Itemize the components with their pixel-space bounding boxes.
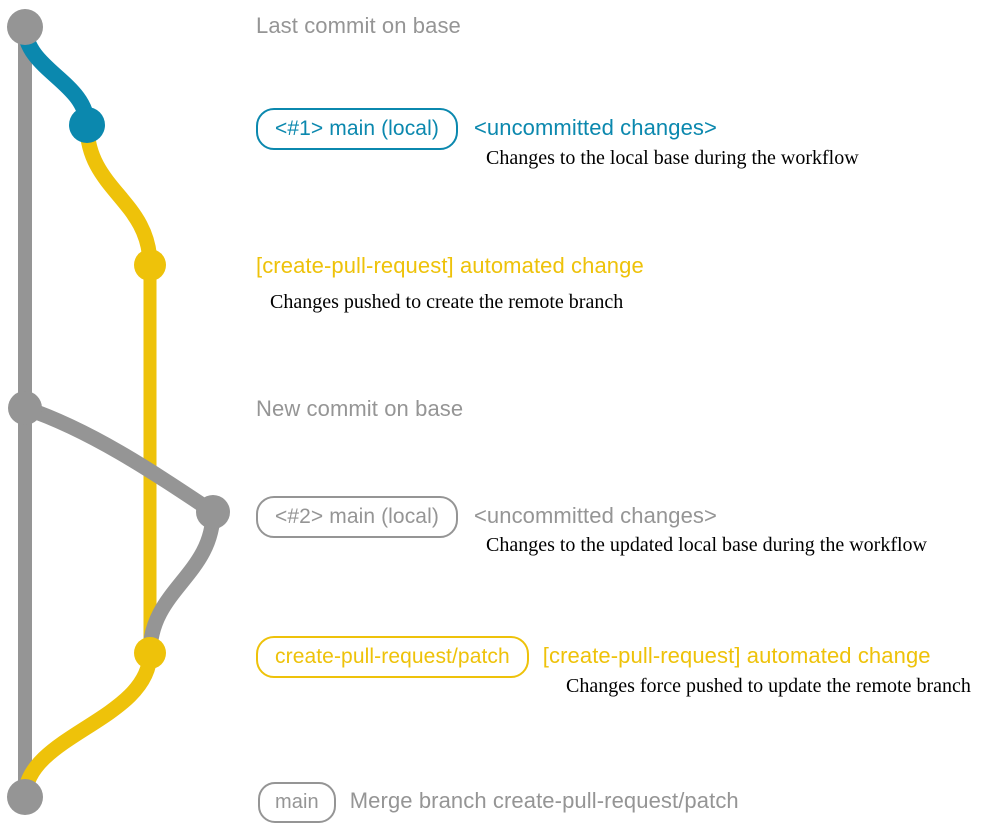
commit-subject: [create-pull-request] automated change	[542, 643, 931, 668]
node-local-2[interactable]	[196, 495, 230, 529]
commit-description-5: Changes force pushed to update the remot…	[566, 675, 971, 697]
commit-row-last-commit-on-base: Last commit on base	[256, 15, 461, 37]
edge-local1-to-remote1	[79, 117, 158, 273]
commit-row-local-uncommitted-1: <#1> main (local) <uncommitted changes>	[256, 108, 717, 150]
commit-description-1: Changes to the local base during the wor…	[486, 147, 859, 169]
commit-row-remote-automated-change-2: create-pull-request/patch [create-pull-r…	[256, 636, 931, 678]
node-base-head[interactable]	[7, 9, 43, 45]
edge-local2-to-remote2	[142, 504, 221, 661]
ref-badge-main-local-2[interactable]: <#2> main (local)	[256, 496, 458, 538]
commit-subject: Merge branch create-pull-request/patch	[349, 788, 739, 813]
node-remote-1[interactable]	[134, 249, 166, 281]
node-base-new[interactable]	[8, 391, 42, 425]
commit-description-4: Changes to the updated local base during…	[486, 534, 927, 556]
commit-row-remote-automated-change-1: [create-pull-request] automated change	[256, 255, 644, 277]
commit-subject: Last commit on base	[256, 13, 461, 38]
ref-badge-main[interactable]: main	[258, 782, 336, 823]
commit-subject: <uncommitted changes>	[473, 115, 717, 140]
commit-subject: <uncommitted changes>	[473, 503, 717, 528]
node-remote-2[interactable]	[134, 637, 166, 669]
edge-basenew-to-local2	[17, 400, 221, 520]
commit-subject: New commit on base	[256, 396, 464, 421]
commit-row-merge-commit: main Merge branch create-pull-request/pa…	[258, 782, 739, 823]
node-local-1[interactable]	[69, 107, 105, 143]
ref-badge-main-local-1[interactable]: <#1> main (local)	[256, 108, 458, 150]
commit-description-2: Changes pushed to create the remote bran…	[270, 291, 624, 313]
commit-row-new-commit-on-base: New commit on base	[256, 398, 463, 420]
commit-subject: [create-pull-request] automated change	[256, 253, 644, 278]
edge-remote2-to-merge	[17, 645, 158, 805]
ref-badge-create-pull-request-patch[interactable]: create-pull-request/patch	[256, 636, 529, 678]
node-merge-commit[interactable]	[7, 779, 43, 815]
commit-row-local-uncommitted-2: <#2> main (local) <uncommitted changes>	[256, 496, 717, 538]
